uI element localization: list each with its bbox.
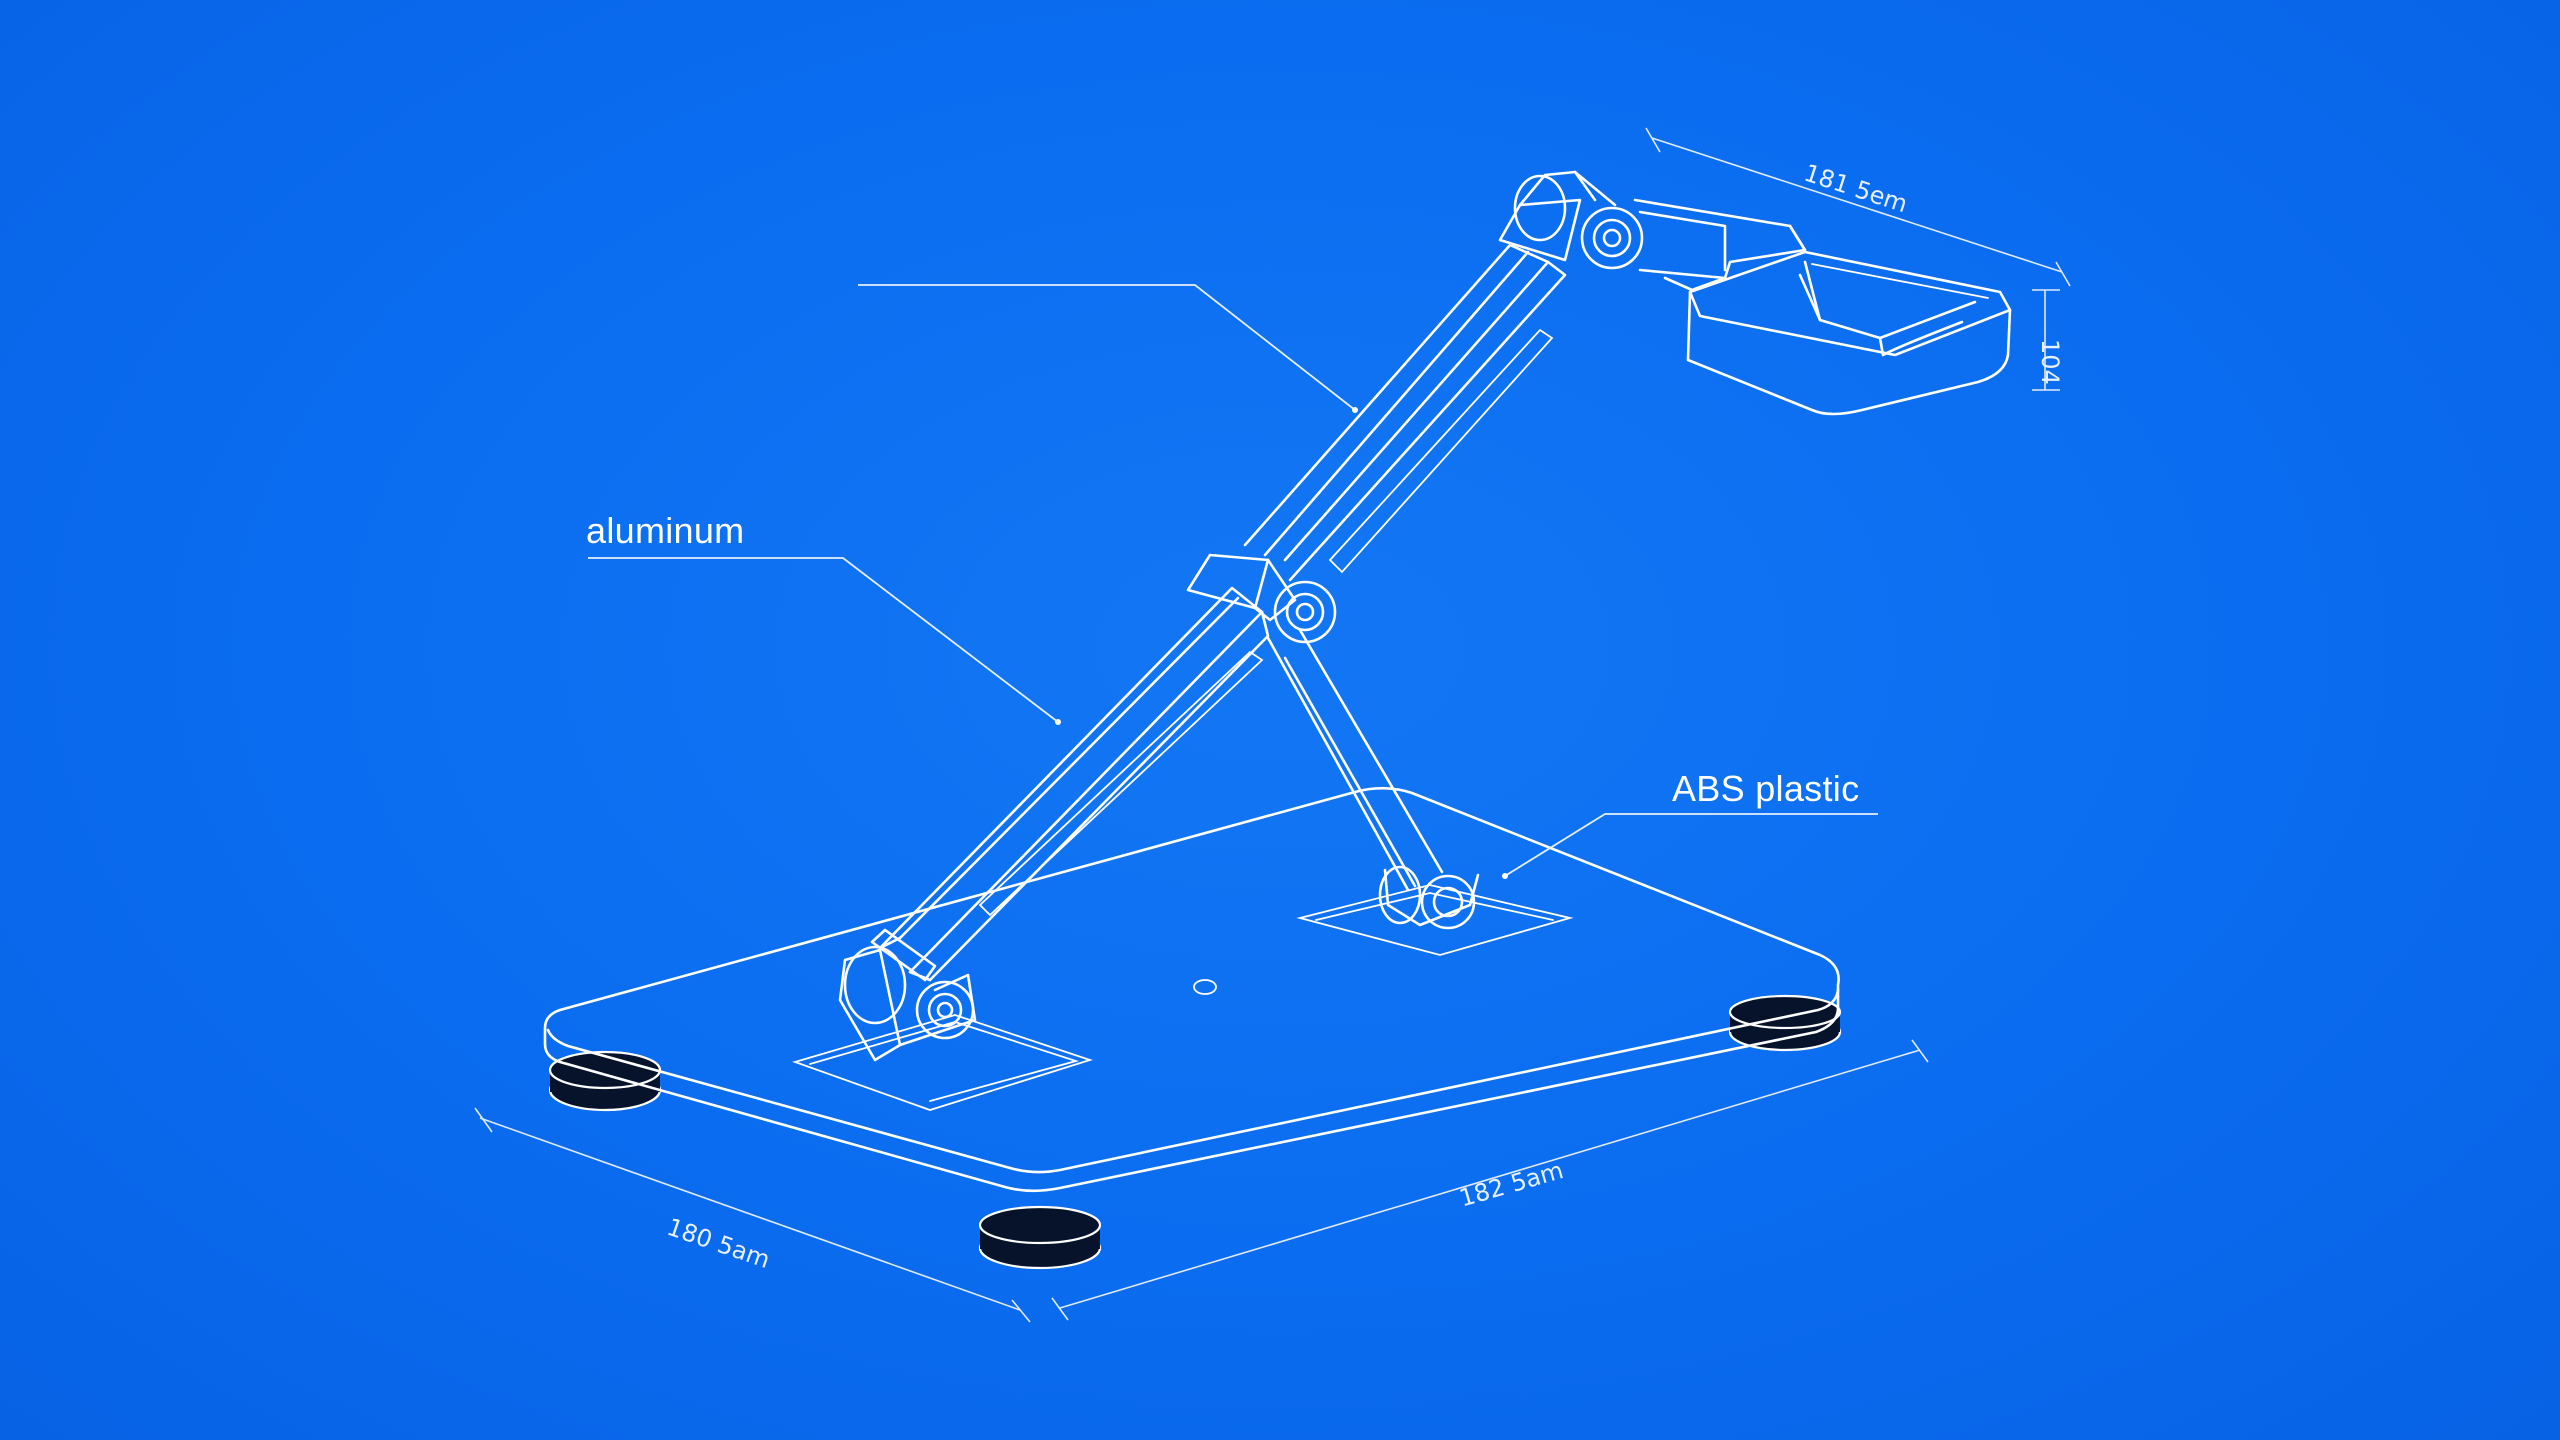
support-strut — [1266, 628, 1480, 930]
foot-left — [548, 1050, 662, 1112]
callout-abs-plastic: ABS plastic — [1672, 768, 1860, 809]
callout-aluminum: aluminum — [586, 510, 745, 551]
foot-front — [978, 1205, 1102, 1270]
foot-right — [1728, 994, 1842, 1052]
dimension-lines — [474, 127, 2071, 1323]
cradle-bracket — [1633, 198, 1807, 292]
leader-lines — [588, 284, 1878, 879]
rubber-feet — [548, 994, 1842, 1270]
lower-hinge — [838, 945, 977, 1062]
lower-arm — [870, 586, 1270, 982]
middle-joint — [1186, 553, 1337, 644]
phone-cradle — [1686, 250, 2012, 416]
base-plate — [543, 786, 1840, 1193]
upper-arm — [1243, 243, 1567, 582]
top-joint — [1498, 170, 1644, 270]
dimension-cradle-height: 104 — [2036, 339, 2064, 385]
